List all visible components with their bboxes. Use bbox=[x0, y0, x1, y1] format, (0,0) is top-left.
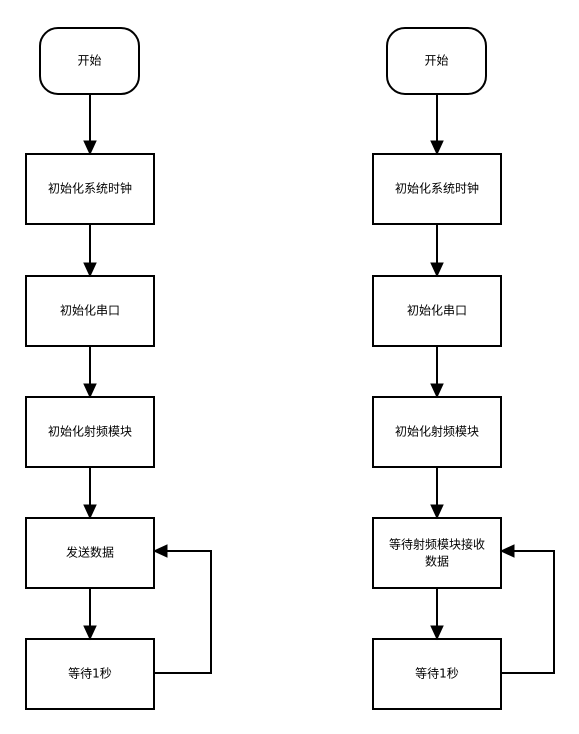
left-edge-send-to-wait bbox=[83, 588, 97, 641]
left-flowchart: 开始 初始化系统时钟 初始化串口 初始化射频模块 发送数据 等待1秒 bbox=[25, 27, 212, 710]
left-start-label: 开始 bbox=[77, 54, 101, 68]
left-edge-clock-to-uart bbox=[83, 224, 97, 278]
right-receive-label-line1: 等待射频模块接收 bbox=[389, 537, 485, 552]
left-init-rf-node: 初始化射频模块 bbox=[25, 396, 155, 468]
left-init-clock-label: 初始化系统时钟 bbox=[48, 181, 132, 196]
right-edge-rf-to-receive bbox=[430, 467, 444, 520]
left-init-uart-label: 初始化串口 bbox=[60, 304, 120, 318]
right-init-rf-label: 初始化射频模块 bbox=[395, 424, 479, 439]
right-init-clock-label: 初始化系统时钟 bbox=[395, 181, 479, 196]
right-init-uart-label: 初始化串口 bbox=[407, 304, 467, 318]
right-flowchart: 开始 初始化系统时钟 初始化串口 初始化射频模块 等待射频模块接收 数据 等待1… bbox=[372, 27, 555, 710]
right-start-label: 开始 bbox=[424, 54, 448, 68]
left-send-label: 发送数据 bbox=[66, 545, 114, 560]
right-start-node: 开始 bbox=[386, 27, 487, 95]
right-init-uart-node: 初始化串口 bbox=[372, 275, 502, 347]
right-wait-label: 等待1秒 bbox=[415, 667, 459, 681]
right-edge-receive-to-wait bbox=[430, 588, 444, 641]
right-wait-node: 等待1秒 bbox=[372, 638, 502, 710]
right-edge-uart-to-rf bbox=[430, 346, 444, 399]
right-receive-node: 等待射频模块接收 数据 bbox=[372, 517, 502, 589]
right-edge-start-to-clock bbox=[430, 94, 444, 156]
left-init-rf-label: 初始化射频模块 bbox=[48, 424, 132, 439]
right-edge-loop-wait-to-receive bbox=[499, 544, 555, 674]
right-receive-label-line2: 数据 bbox=[425, 554, 449, 569]
left-edge-loop-wait-to-send bbox=[152, 544, 212, 674]
right-init-rf-node: 初始化射频模块 bbox=[372, 396, 502, 468]
left-init-uart-node: 初始化串口 bbox=[25, 275, 155, 347]
right-edge-clock-to-uart bbox=[430, 224, 444, 278]
left-init-clock-node: 初始化系统时钟 bbox=[25, 153, 155, 225]
left-start-node: 开始 bbox=[39, 27, 140, 95]
left-edge-start-to-clock bbox=[83, 94, 97, 156]
left-edge-rf-to-send bbox=[83, 467, 97, 520]
left-send-node: 发送数据 bbox=[25, 517, 155, 589]
left-wait-node: 等待1秒 bbox=[25, 638, 155, 710]
right-init-clock-node: 初始化系统时钟 bbox=[372, 153, 502, 225]
left-edge-uart-to-rf bbox=[83, 346, 97, 399]
left-wait-label: 等待1秒 bbox=[68, 667, 112, 681]
